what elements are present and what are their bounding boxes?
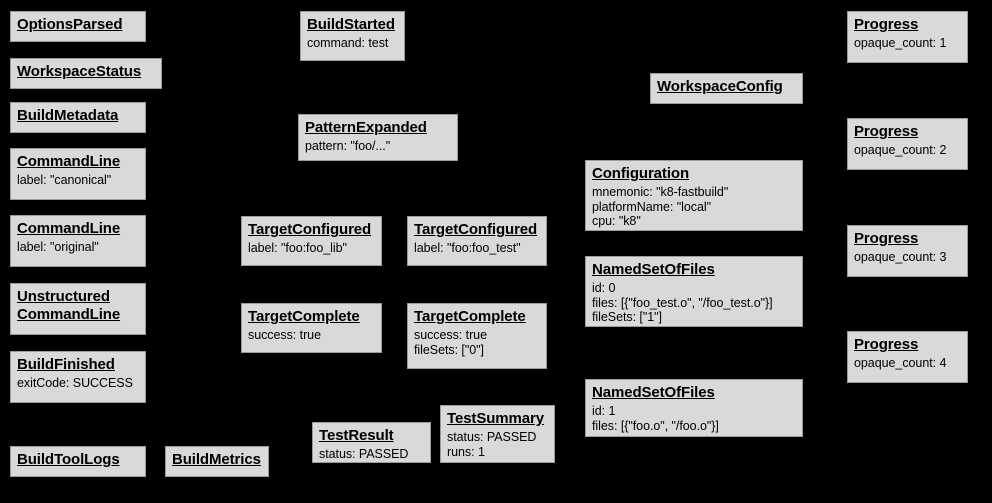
event-node-title: BuildStarted [307, 16, 395, 33]
event-node-fields: exitCode: SUCCESS [17, 376, 139, 391]
event-node-fields: label: "foo:foo_test" [414, 241, 540, 256]
event-node-fields: label: "canonical" [17, 173, 139, 188]
event-node-title: CommandLine [17, 220, 121, 237]
event-node-title: BuildMetrics [172, 451, 261, 468]
event-node-field: pattern: "foo/..." [305, 138, 391, 153]
event-node-field: opaque_count: 2 [854, 142, 947, 157]
event-node-fields: status: PASSED [319, 447, 424, 462]
event-node-fields: opaque_count: 3 [854, 250, 961, 265]
event-node-title: BuildFinished [17, 356, 115, 373]
event-node-field: fileSets: ["1"] [592, 310, 662, 325]
event-node-options-parsed[interactable]: OptionsParsed [10, 11, 146, 42]
event-node-title: CommandLine [17, 153, 121, 170]
event-node-field: label: "foo:foo_test" [414, 240, 521, 255]
event-node-field: id: 0 [592, 280, 616, 295]
event-node-field: success: true [248, 327, 321, 342]
event-node-field: id: 1 [592, 403, 616, 418]
event-node-title: Progress [854, 336, 919, 353]
event-node-fields: success: true [248, 328, 375, 343]
event-node-title: BuildToolLogs [17, 451, 120, 468]
event-node-field: opaque_count: 3 [854, 249, 947, 264]
event-node-fields: label: "foo:foo_lib" [248, 241, 375, 256]
event-node-field: opaque_count: 1 [854, 35, 947, 50]
event-node-workspace-config[interactable]: WorkspaceConfig [650, 73, 803, 104]
event-node-progress-4[interactable]: Progress opaque_count: 4 [847, 331, 968, 383]
event-node-field: status: PASSED [319, 446, 409, 461]
event-node-build-started[interactable]: BuildStarted command: test [300, 11, 405, 61]
event-node-title: TestSummary [447, 410, 544, 427]
event-node-title: Configuration [592, 165, 690, 182]
event-node-title: Progress [854, 123, 919, 140]
event-node-field: runs: 1 [447, 444, 485, 459]
event-node-fields: pattern: "foo/..." [305, 139, 451, 154]
event-node-progress-3[interactable]: Progress opaque_count: 3 [847, 225, 968, 277]
event-node-workspace-status[interactable]: WorkspaceStatus [10, 58, 162, 89]
event-node-title: BuildMetadata [17, 107, 119, 124]
event-node-field: opaque_count: 4 [854, 355, 947, 370]
event-node-field: status: PASSED [447, 429, 537, 444]
event-node-fields: opaque_count: 2 [854, 143, 961, 158]
event-node-test-result[interactable]: TestResult status: PASSED [312, 422, 431, 463]
event-node-build-finished[interactable]: BuildFinished exitCode: SUCCESS [10, 351, 146, 403]
event-node-build-tool-logs[interactable]: BuildToolLogs [10, 446, 146, 477]
event-node-field: label: "original" [17, 239, 99, 254]
event-node-title: NamedSetOfFiles [592, 384, 715, 401]
event-node-target-complete-lib[interactable]: TargetComplete success: true [241, 303, 382, 353]
event-node-fields: opaque_count: 1 [854, 36, 961, 51]
event-node-fields: label: "original" [17, 240, 139, 255]
event-node-field: mnemonic: "k8-fastbuild" [592, 184, 729, 199]
event-node-progress-2[interactable]: Progress opaque_count: 2 [847, 118, 968, 170]
event-node-title: Progress [854, 16, 919, 33]
event-node-title: TargetComplete [248, 308, 360, 325]
event-node-field: success: true [414, 327, 487, 342]
event-node-fields: opaque_count: 4 [854, 356, 961, 371]
event-node-title: Progress [854, 230, 919, 247]
event-node-fields: command: test [307, 36, 398, 51]
event-node-command-line-canonical[interactable]: CommandLine label: "canonical" [10, 148, 146, 200]
event-node-configuration[interactable]: Configuration mnemonic: "k8-fastbuild"pla… [585, 160, 803, 231]
event-node-title: TargetConfigured [414, 221, 538, 238]
event-node-field: exitCode: SUCCESS [17, 375, 133, 390]
event-node-progress-1[interactable]: Progress opaque_count: 1 [847, 11, 968, 63]
event-node-field: label: "canonical" [17, 172, 112, 187]
event-node-field: command: test [307, 35, 389, 50]
event-node-field: label: "foo:foo_lib" [248, 240, 347, 255]
event-node-pattern-expanded[interactable]: PatternExpanded pattern: "foo/..." [298, 114, 458, 161]
event-node-title: OptionsParsed [17, 16, 123, 33]
event-node-title: TestResult [319, 427, 394, 444]
event-node-unstructured-command-line[interactable]: Unstructured CommandLine [10, 283, 146, 335]
event-node-title: NamedSetOfFiles [592, 261, 715, 278]
event-node-build-metadata[interactable]: BuildMetadata [10, 102, 146, 133]
event-node-field: files: [{"foo_test.o", "/foo_test.o"}] [592, 295, 773, 310]
event-node-field: files: [{"foo.o", "/foo.o"}] [592, 418, 719, 433]
event-node-title: PatternExpanded [305, 119, 427, 136]
event-node-field: platformName: "local" [592, 199, 711, 214]
event-node-field: fileSets: ["0"] [414, 342, 484, 357]
event-node-command-line-original[interactable]: CommandLine label: "original" [10, 215, 146, 267]
event-node-title: TargetComplete [414, 308, 526, 325]
event-node-fields: mnemonic: "k8-fastbuild"platformName: "l… [592, 185, 796, 229]
event-node-build-metrics[interactable]: BuildMetrics [165, 446, 269, 477]
event-node-target-configured-lib[interactable]: TargetConfigured label: "foo:foo_lib" [241, 216, 382, 266]
event-node-title: Unstructured CommandLine [17, 288, 121, 323]
event-node-title: WorkspaceStatus [17, 63, 142, 80]
event-node-field: cpu: "k8" [592, 214, 641, 229]
event-node-title: WorkspaceConfig [657, 78, 783, 95]
event-node-target-configured-test[interactable]: TargetConfigured label: "foo:foo_test" [407, 216, 547, 266]
event-node-title: TargetConfigured [248, 221, 372, 238]
